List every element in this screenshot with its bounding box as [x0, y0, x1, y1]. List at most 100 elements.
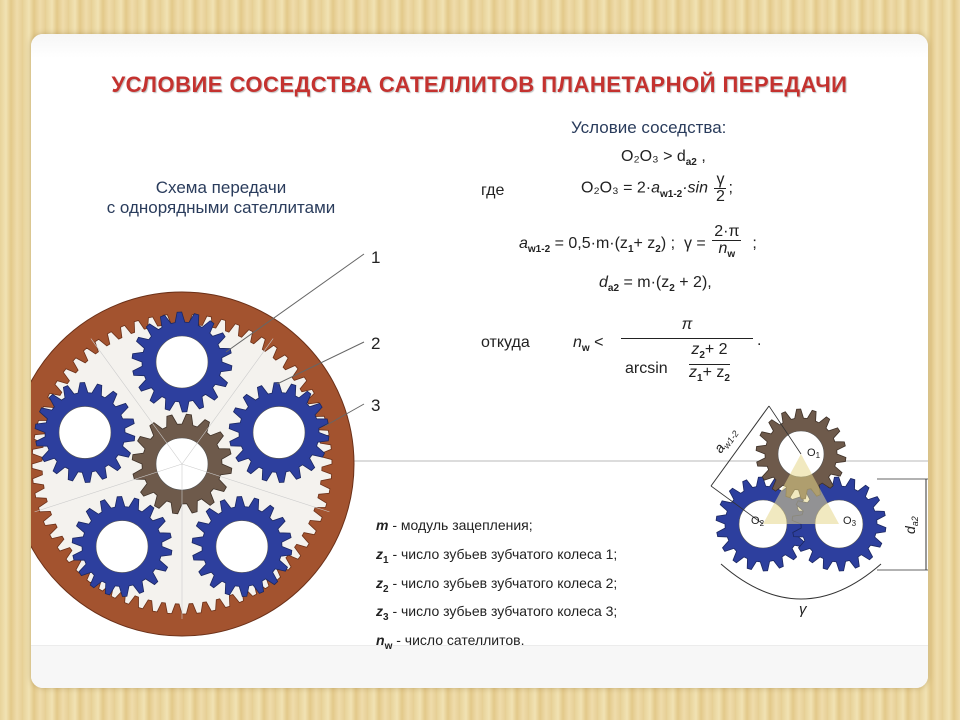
small-planet-left-teeth: [715, 476, 811, 572]
planet-gear-1-bore: [155, 335, 209, 389]
formula-pi-numerator: π: [621, 316, 753, 334]
formula-z1-mid: + z: [702, 364, 725, 382]
small-planet-right-bore: [814, 499, 864, 549]
planet-gear-3-bore: [215, 520, 269, 573]
formula-aw-eq-mid: + z: [633, 234, 656, 252]
legend-sub: 1: [383, 554, 389, 566]
formula-neighbour-condition: O₂O₃ > da2 ,: [621, 148, 706, 168]
o3-label: O3: [843, 515, 857, 528]
o1-label: O1: [807, 447, 821, 460]
formula-da-tail: + 2),: [674, 274, 712, 291]
radial-line: [181, 338, 274, 465]
formula-z2: z: [691, 341, 700, 358]
aw-ext-2: [710, 485, 764, 525]
formula-da-sub: a2: [607, 283, 620, 295]
formula-sin: ·sin: [682, 179, 708, 197]
small-planet-left-bore: [738, 499, 788, 549]
slide-top-band: [31, 34, 928, 58]
formula-da-right: = m·(z: [619, 274, 670, 291]
planet-gear-1-teeth: [131, 311, 233, 413]
formula-nw-sub: w: [581, 343, 590, 355]
formula-aw: a: [651, 179, 660, 197]
formula-z2-tail: + 2: [704, 341, 728, 358]
formula-semicolon2: ;: [752, 234, 757, 252]
sun-gear: [131, 413, 233, 515]
planet-gear-4-bore: [95, 520, 149, 573]
formula-aw-sub: w1-2: [659, 188, 683, 200]
big-gears: [31, 291, 355, 637]
formula-aw-eq-left: = 0,5·m·(z: [550, 234, 628, 252]
radial-line: [34, 463, 183, 513]
legend-item-z1: z1 - число зубьев зубчатого колеса 1;: [376, 543, 617, 572]
formula-aw2-sub: w1-2: [527, 244, 551, 256]
scheme-caption: Схема передачи с однорядными сателлитами: [71, 178, 371, 218]
planet-gear-4: [71, 496, 173, 597]
slide: УСЛОВИЕ СОСЕДСТВА САТЕЛЛИТОВ ПЛАНЕТАРНОЙ…: [31, 34, 928, 688]
slide-title: УСЛОВИЕ СОСЕДСТВА САТЕЛЛИТОВ ПЛАНЕТАРНОЙ…: [111, 72, 848, 97]
planet-gear-5-teeth: [34, 382, 136, 483]
legend-sub: 2: [383, 583, 389, 595]
legend: m - модуль зацепления; z1 - число зубьев…: [376, 514, 617, 658]
planet-gear-5-bore: [58, 406, 112, 459]
legend-sym: z: [376, 574, 383, 591]
leader-line-3: [324, 403, 365, 427]
formula-oo-gt: O₂O₃ > d: [621, 148, 686, 165]
formula-aw2: a: [519, 234, 528, 252]
planet-gear-2-bore: [252, 406, 306, 459]
planet-gear-2-teeth: [228, 382, 330, 483]
scheme-caption-line2: с однорядными сателлитами: [106, 198, 336, 217]
formula-arcsin: arcsin: [625, 360, 668, 377]
planet-gear-2: [228, 382, 330, 483]
leader-line-1: [225, 253, 365, 353]
formula-gamma-eq: γ =: [683, 234, 706, 252]
scheme-caption-line1: Схема передачи: [155, 178, 287, 197]
formula-da: d: [599, 274, 608, 291]
slide-bottom-band: [31, 645, 928, 688]
gamma-label: γ: [799, 601, 808, 618]
legend-text: - число сателлитов.: [392, 632, 525, 649]
formula-aw-eq-right: ) ;: [660, 234, 676, 252]
label-1: 1: [371, 248, 380, 267]
legend-sym: z: [376, 545, 383, 562]
sun-gear-teeth: [131, 413, 233, 515]
legend-text: - модуль зацепления;: [388, 517, 533, 533]
legend-sub: 3: [383, 612, 389, 624]
legend-item-z3: z3 - число зубьев зубчатого колеса 3;: [376, 600, 617, 629]
formula-semicolon: ;: [728, 179, 733, 197]
planet-gear-4-teeth: [71, 496, 173, 597]
formula-where-word: где: [481, 182, 505, 199]
small-gear-top-bore: [777, 430, 825, 478]
planet-gear-1: [131, 311, 233, 413]
radial-line: [181, 463, 330, 513]
aw-dimension-line: [710, 405, 770, 487]
small-gears: [715, 408, 887, 572]
legend-sym: n: [376, 632, 385, 649]
legend-text: - число зубьев зубчатого колеса 2;: [388, 574, 618, 591]
condition-title: Условие соседства:: [571, 118, 727, 137]
radial-line: [90, 338, 183, 465]
formula-where: где: [481, 182, 504, 200]
label-3: 3: [371, 396, 380, 415]
legend-sym: m: [376, 517, 389, 533]
legend-text: - число зубьев зубчатого колеса 1;: [388, 545, 618, 562]
formula-nw: n: [573, 334, 582, 351]
small-planet-right-teeth: [791, 476, 887, 572]
small-gear-top-teeth: [755, 408, 847, 500]
aw-ext-1: [768, 405, 802, 455]
formula-da-definition: da2 = m·(z2 + 2),: [599, 274, 712, 295]
small-gear-top: [755, 408, 847, 500]
planet-gear-3-teeth: [191, 496, 293, 597]
formula-dot: .: [757, 332, 762, 349]
formula-z1: z: [689, 364, 697, 382]
o2-label: O2: [751, 515, 765, 528]
leader-line-2: [276, 341, 365, 385]
legend-text: - число зубьев зубчатого колеса 3;: [388, 603, 618, 620]
center-triangle: [763, 454, 839, 524]
frac-num-2pi: 2·π: [712, 223, 742, 241]
